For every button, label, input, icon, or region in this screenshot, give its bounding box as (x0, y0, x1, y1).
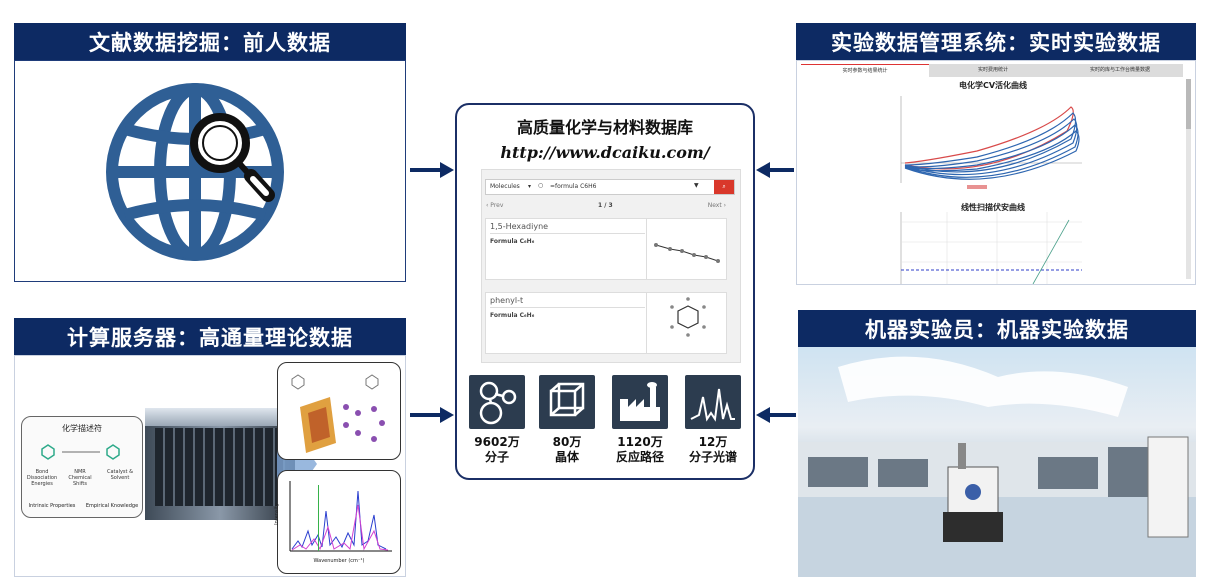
spectrum-icon (685, 375, 741, 429)
chevron-down-icon: ▾ (528, 183, 532, 190)
radio-icon[interactable]: ○ (538, 182, 544, 189)
search-bar: Molecules ▾ ○ =formula C6H6 ▼ ⌕ (485, 179, 735, 195)
stat-crystals: 80万 晶体 (532, 435, 602, 465)
scrollbar[interactable] (1186, 79, 1191, 279)
database-title: 高质量化学与材料数据库 (516, 118, 693, 137)
stat-number: 9602万 (474, 435, 520, 449)
cv-chart-title: 电化学CV活化曲线 (958, 81, 1028, 90)
robot-lab-photo (798, 347, 1196, 577)
benzene-structure-icon (670, 297, 706, 337)
arrow-right-icon (410, 162, 454, 178)
result-formula: Formula C₆H₆ (490, 238, 535, 245)
spectrum-ylabel: Intensity (273, 503, 280, 525)
descriptor-footer-left: Intrinsic Properties (28, 503, 76, 509)
stat-number: 12万 (698, 435, 728, 449)
descriptor-card: 化学描述符 Bond Dissociation Energies NMR Che… (21, 416, 143, 518)
descriptor-item-2: NMR Chemical Shifts (68, 469, 92, 487)
lsv-chart (900, 212, 1082, 284)
factory-icon (612, 375, 668, 429)
crystal-cube-icon (539, 375, 595, 429)
spectrum-box: Wavenumber (cm⁻¹) Intensity (273, 470, 401, 574)
lab-photo-sketch (798, 356, 1196, 577)
tab-realtime-library[interactable]: 实时的库与工作台微量数据 (1089, 67, 1150, 73)
molecule-structure-icon (654, 243, 720, 263)
literature-panel (14, 60, 406, 282)
search-button[interactable]: ⌕ (714, 180, 734, 194)
result-formula: Formula C₆H₆ (490, 312, 535, 319)
search-icon: ⌕ (722, 183, 726, 190)
result-card[interactable]: 1,5-Hexadiyne Formula C₆H₆ (485, 218, 727, 280)
molecule-type-select[interactable]: Molecules (490, 183, 520, 190)
stat-spectra: 12万 分子光谱 (678, 435, 748, 465)
server-room-image (145, 408, 295, 520)
globe-icon (106, 83, 284, 261)
database-panel: 高质量化学与材料数据库 http://www.dcaiku.com/ Molec… (455, 103, 755, 480)
cv-chart (900, 96, 1082, 189)
tab-realtime-params[interactable]: 实时参数与结果统计 (801, 64, 929, 77)
lsv-chart-title: 线性扫描伏安曲线 (961, 203, 1025, 212)
result-name[interactable]: phenyl-t (490, 296, 524, 305)
lab-management-panel: 实时参数与结果统计 实时费用统计 实时的库与工作台微量数据 电化学CV活化曲线 … (796, 60, 1196, 285)
robot-lab-title: 机器实验员：机器实验数据 (798, 310, 1196, 347)
arrow-left-icon (756, 162, 794, 178)
management-tabs: 实时参数与结果统计 实时费用统计 实时的库与工作台微量数据 (801, 64, 1183, 77)
descriptor-item-1: Bond Dissociation Energies (26, 469, 58, 487)
search-input[interactable]: =formula C6H6 (550, 183, 597, 190)
dropdown-icon[interactable]: ▼ (694, 182, 699, 189)
crystal-reaction-box (277, 362, 401, 460)
result-card[interactable]: phenyl-t Formula C₆H₆ (485, 292, 727, 354)
stat-label: 反应路径 (615, 450, 664, 464)
arrow-left-icon (756, 407, 796, 423)
stat-reactions: 1120万 反应路径 (605, 435, 675, 465)
database-screenshot: Molecules ▾ ○ =formula C6H6 ▼ ⌕ ‹ Prev 1… (481, 169, 741, 363)
computation-panel: 化学描述符 Bond Dissociation Energies NMR Che… (14, 355, 406, 577)
descriptor-heading: 化学描述符 (62, 424, 102, 433)
arrow-right-icon (410, 407, 454, 423)
lab-management-title: 实验数据管理系统：实时实验数据 (796, 23, 1196, 60)
stat-label: 晶体 (554, 450, 579, 464)
molecule-sketch-icon (41, 444, 120, 460)
literature-title: 文献数据挖掘：前人数据 (14, 23, 406, 60)
stat-number: 1120万 (617, 435, 663, 449)
stat-number: 80万 (552, 435, 582, 449)
database-url[interactable]: http://www.dcaiku.com/ (500, 143, 710, 162)
pager-prev[interactable]: ‹ Prev (486, 202, 504, 209)
computation-title: 计算服务器：高通量理论数据 (14, 318, 406, 355)
stat-label: 分子光谱 (688, 450, 737, 464)
lab-management-title-text: 实验数据管理系统：实时实验数据 (831, 30, 1161, 55)
magnifier-icon (190, 113, 275, 202)
robot-icon (943, 443, 1003, 542)
molecule-icon (469, 375, 525, 429)
computation-title-text: 计算服务器：高通量理论数据 (67, 325, 353, 350)
tab-realtime-cost[interactable]: 实时费用统计 (977, 67, 1008, 73)
pager-next[interactable]: Next › (707, 202, 726, 209)
spectrum-xlabel: Wavenumber (cm⁻¹) (313, 558, 365, 564)
stat-label: 分子 (484, 450, 509, 464)
robot-lab-title-text: 机器实验员：机器实验数据 (865, 317, 1129, 342)
descriptor-footer-right: Empirical Knowledge (85, 503, 139, 509)
descriptor-item-3: Catalyst & Solvent (107, 469, 133, 481)
result-name[interactable]: 1,5-Hexadiyne (490, 222, 549, 231)
stat-molecules: 9602万 分子 (462, 435, 532, 465)
pager-page: 1 / 3 (598, 202, 613, 209)
literature-title-text: 文献数据挖掘：前人数据 (89, 30, 331, 55)
